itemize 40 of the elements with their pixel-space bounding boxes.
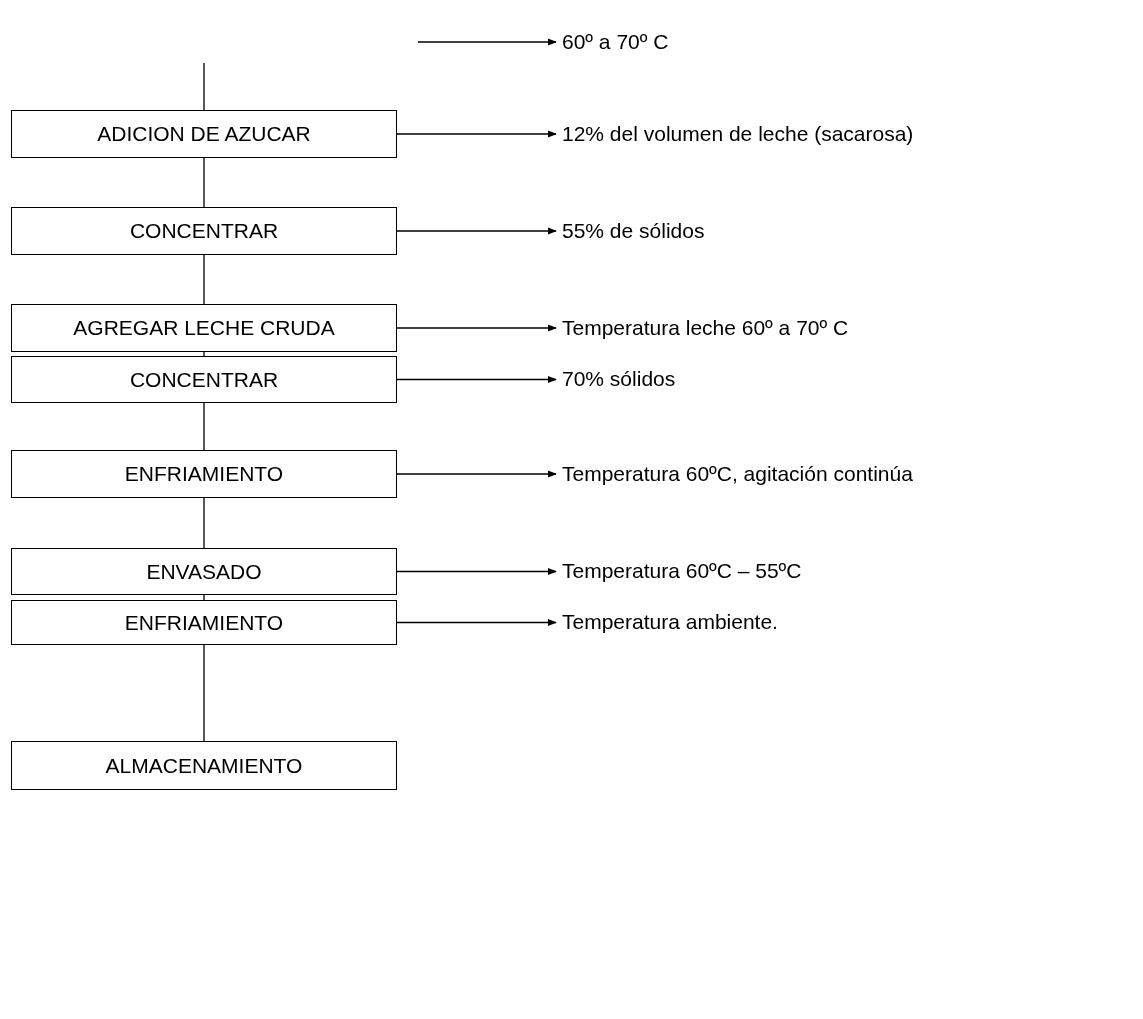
process-box [11, 110, 397, 158]
connector-line [203, 644, 205, 742]
arrow [396, 470, 557, 478]
step-label: ENFRIAMIENTO [124, 609, 284, 636]
connector-line [203, 351, 205, 357]
connector-line [203, 402, 205, 451]
note-text: 60º a 70º C [562, 29, 669, 55]
arrow [396, 227, 557, 235]
step-label: ALMACENAMIENTO [105, 752, 303, 779]
arrow [417, 38, 557, 46]
step-label: ADICION DE AZUCAR [97, 121, 311, 147]
step-label: ENFRIAMIENTO [124, 461, 284, 487]
arrow [396, 618, 557, 627]
process-box [11, 548, 397, 595]
note-text: 12% del volumen de leche (sacarosa) [562, 121, 914, 147]
note-text: Temperatura leche 60º a 70º C [562, 315, 849, 341]
step-label: CONCENTRAR [129, 218, 279, 244]
connector-line [203, 157, 205, 208]
note-text: Temperatura 60ºC, agitación continúa [562, 461, 913, 487]
step-label: ENVASADO [146, 558, 262, 585]
process-box [11, 450, 397, 498]
step-label: CONCENTRAR [129, 366, 279, 393]
connector-line [203, 254, 205, 305]
process-box [11, 304, 397, 352]
process-box [11, 356, 397, 403]
arrow [396, 324, 557, 332]
arrow [396, 567, 557, 576]
note-text: Temperatura ambiente. [562, 609, 778, 635]
note-text: 55% de sólidos [562, 218, 705, 244]
connector-line [203, 62, 205, 111]
arrow [396, 130, 557, 138]
note-text: Temperatura 60ºC – 55ºC [562, 558, 802, 584]
connector-line [203, 594, 205, 601]
step-label: AGREGAR LECHE CRUDA [73, 315, 335, 341]
connector-line [203, 497, 205, 549]
arrow [396, 375, 557, 384]
process-box [11, 600, 397, 645]
process-box [11, 741, 397, 790]
process-box [11, 207, 397, 255]
note-text: 70% sólidos [562, 366, 676, 392]
